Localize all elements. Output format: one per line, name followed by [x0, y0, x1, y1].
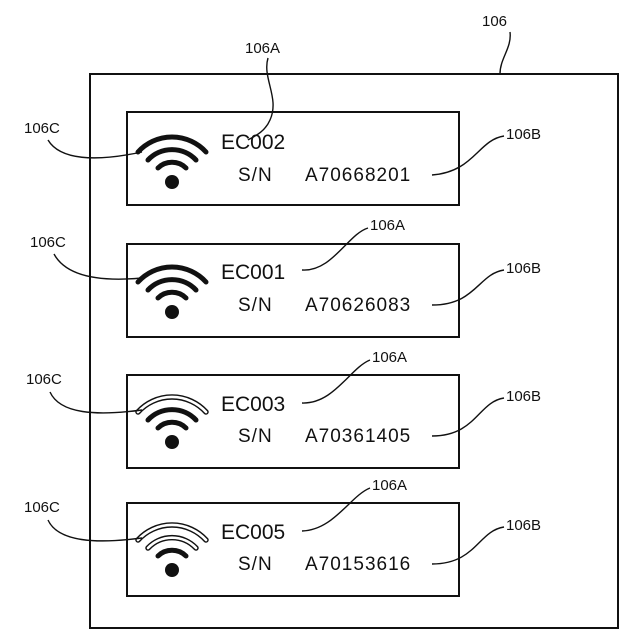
serial-ref-label: 106B — [506, 388, 541, 405]
serial-leader-line — [432, 136, 504, 175]
device-list-panel — [90, 74, 618, 628]
name-ref-label: 106A — [372, 349, 407, 366]
icon-ref-label: 106C — [26, 371, 62, 388]
serial-prefix: S/N — [238, 426, 273, 447]
serial-number: A70626083 — [305, 295, 411, 316]
wifi-signal-icon — [138, 137, 206, 189]
device-card[interactable]: EC001 S/N A70626083 — [127, 244, 459, 337]
name-ref-label: 106A — [245, 40, 280, 57]
name-leader-line — [302, 360, 370, 403]
panel-leader-line — [500, 32, 510, 74]
device-card[interactable]: EC005 S/N A70153616 — [127, 503, 459, 596]
wifi-signal-icon — [138, 525, 206, 577]
serial-prefix: S/N — [238, 554, 273, 575]
device-name: EC005 — [221, 521, 285, 544]
wifi-signal-icon — [138, 267, 206, 319]
device-card[interactable]: EC003 S/N A70361405 — [127, 375, 459, 468]
serial-number: A70668201 — [305, 165, 411, 186]
device-name: EC001 — [221, 261, 285, 284]
name-ref-label: 106A — [372, 477, 407, 494]
signal-dot — [165, 435, 179, 449]
device-card-frame — [127, 112, 459, 205]
serial-ref-label: 106B — [506, 126, 541, 143]
name-leader-line — [302, 488, 370, 531]
name-leader-line — [302, 228, 368, 270]
device-name: EC003 — [221, 393, 285, 416]
signal-dot — [165, 563, 179, 577]
icon-leader-line — [54, 254, 142, 279]
signal-dot — [165, 175, 179, 189]
serial-ref-label: 106B — [506, 517, 541, 534]
serial-number: A70361405 — [305, 426, 411, 447]
signal-dot — [165, 305, 179, 319]
panel-ref-label: 106 — [482, 13, 507, 30]
serial-leader-line — [432, 398, 504, 436]
serial-prefix: S/N — [238, 165, 273, 186]
device-card[interactable]: EC002 S/N A70668201 — [127, 112, 459, 205]
serial-ref-label: 106B — [506, 260, 541, 277]
serial-number: A70153616 — [305, 554, 411, 575]
name-leader-line — [248, 58, 273, 140]
serial-prefix: S/N — [238, 295, 273, 316]
icon-ref-label: 106C — [30, 234, 66, 251]
icon-ref-label: 106C — [24, 499, 60, 516]
serial-leader-line — [432, 527, 504, 564]
serial-leader-line — [432, 270, 504, 305]
wifi-signal-icon — [138, 397, 206, 449]
device-name: EC002 — [221, 131, 285, 154]
name-ref-label: 106A — [370, 217, 405, 234]
icon-leader-line — [50, 392, 142, 413]
icon-ref-label: 106C — [24, 120, 60, 137]
